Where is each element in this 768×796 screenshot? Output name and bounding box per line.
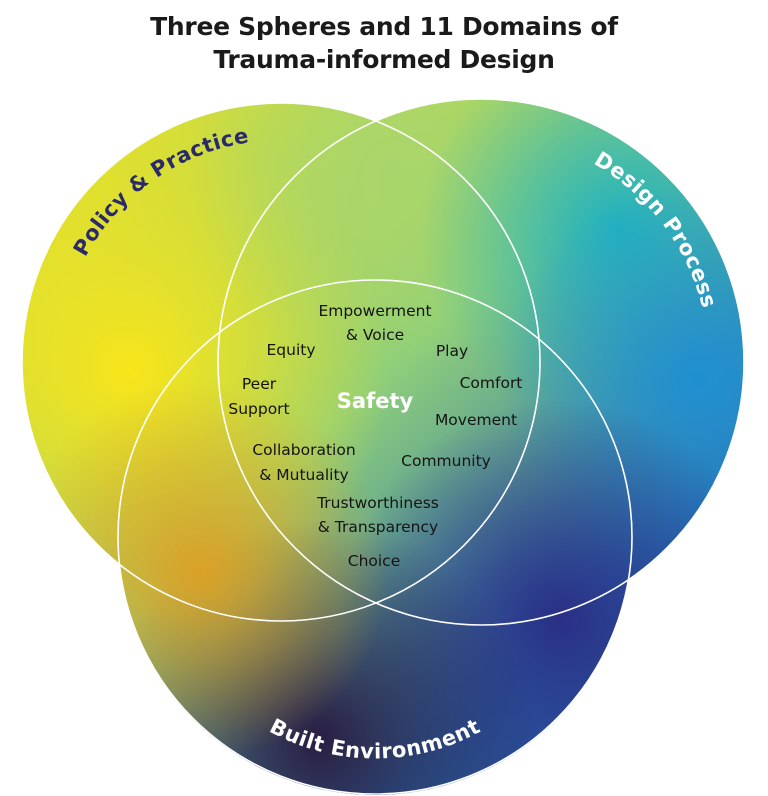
title-line-2: Trauma-informed Design	[213, 45, 555, 74]
center-label-safety: Safety	[337, 389, 414, 413]
domain-trust-line2: & Transparency	[318, 518, 438, 536]
domain-peer-line1: Peer	[242, 375, 277, 393]
domain-play: Play	[436, 342, 468, 360]
policy-practice-circle	[21, 102, 541, 622]
built-environment-circle	[117, 279, 633, 795]
domain-peer-line2: Support	[228, 400, 289, 418]
design-process-circle	[217, 98, 745, 626]
domain-comfort: Comfort	[460, 374, 523, 392]
domain-empowerment-line2: & Voice	[346, 326, 404, 344]
domain-movement: Movement	[435, 411, 517, 429]
domain-empowerment-line1: Empowerment	[318, 302, 431, 320]
diagram-title: Three Spheres and 11 Domains of Trauma-i…	[0, 10, 768, 76]
domain-choice: Choice	[348, 552, 401, 570]
title-line-1: Three Spheres and 11 Domains of	[150, 12, 618, 41]
domain-trust-line1: Trustworthiness	[316, 494, 439, 512]
domain-community: Community	[401, 452, 491, 470]
domain-collaboration-line1: Collaboration	[252, 441, 355, 459]
domain-equity: Equity	[266, 341, 315, 359]
domain-collaboration-line2: & Mutuality	[259, 466, 348, 484]
